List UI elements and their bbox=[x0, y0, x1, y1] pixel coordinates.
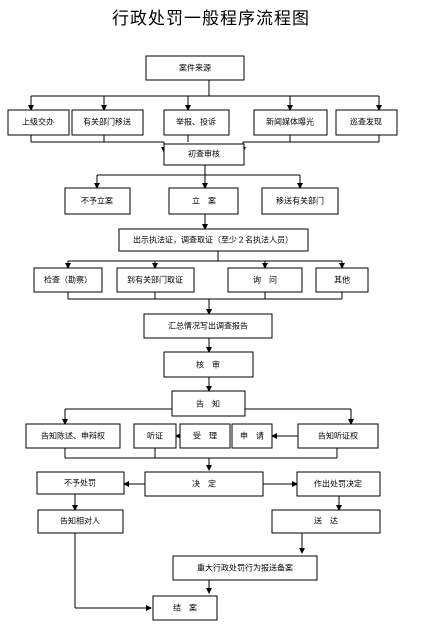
verify-label: 核 审 bbox=[196, 360, 220, 370]
inform-box bbox=[171, 390, 246, 417]
summary-label: 汇总情况写出调查报告 bbox=[168, 321, 248, 331]
major-report-box bbox=[172, 555, 318, 581]
transfer-dept-box bbox=[261, 187, 339, 215]
superior-box bbox=[7, 109, 70, 136]
no-filing-box bbox=[64, 187, 131, 215]
inform-statement-label: 告知陈述、申辩权 bbox=[41, 431, 105, 441]
report-label: 举报、投诉 bbox=[176, 117, 216, 127]
apply-label: 申 请 bbox=[240, 431, 264, 441]
verify-box bbox=[163, 351, 254, 378]
initial-review-box bbox=[163, 143, 245, 166]
other-box bbox=[315, 267, 369, 293]
evidence-label: 出示执法证，调查取证（至少２名执法人员） bbox=[133, 235, 293, 245]
inform-hearing-box bbox=[297, 423, 379, 449]
dept-evidence-label: 到有关部门取证 bbox=[127, 275, 183, 285]
other-label: 其他 bbox=[334, 275, 350, 285]
summary-box bbox=[143, 313, 273, 339]
apply-box bbox=[231, 423, 273, 449]
accept-box bbox=[179, 423, 231, 449]
make-decision-label: 作出处罚决定 bbox=[314, 479, 362, 489]
decision-label: 决 定 bbox=[192, 479, 216, 489]
evidence-box bbox=[118, 228, 309, 252]
initial-review-label: 初查审核 bbox=[188, 149, 220, 159]
inform-statement-box bbox=[25, 423, 121, 449]
inform-party-label: 告知相对人 bbox=[60, 516, 100, 526]
inform-hearing-label: 告知听证权 bbox=[318, 431, 358, 441]
hearing-label: 听证 bbox=[147, 432, 163, 441]
case-source-box bbox=[145, 55, 245, 81]
accept-label: 受 理 bbox=[193, 431, 217, 441]
inspection-label: 巡查发现 bbox=[350, 117, 382, 127]
report-box bbox=[163, 109, 230, 136]
transfer-dept-label: 移送有关部门 bbox=[276, 196, 324, 206]
inquiry-label: 询 问 bbox=[253, 275, 277, 285]
no-penalty-box bbox=[36, 471, 125, 495]
deliver-box bbox=[271, 509, 381, 534]
inquiry-box bbox=[227, 267, 303, 293]
filing-label: 立 案 bbox=[192, 196, 216, 206]
inspect-label: 检查（勘察） bbox=[44, 275, 92, 285]
hearing-box bbox=[133, 423, 177, 449]
dept-transfer-box bbox=[71, 109, 144, 136]
media-box bbox=[253, 109, 328, 136]
dept-transfer-label: 有关部门移送 bbox=[83, 117, 131, 127]
decision-box bbox=[144, 471, 264, 497]
inspect-box bbox=[33, 267, 103, 293]
superior-label: 上级交办 bbox=[22, 117, 54, 127]
filing-box bbox=[168, 187, 239, 215]
close-label: 结 案 bbox=[173, 603, 197, 613]
no-penalty-label: 不予处罚 bbox=[64, 478, 96, 488]
inform-party-box bbox=[37, 509, 124, 534]
major-report-label: 重大行政处罚行为报送备案 bbox=[197, 563, 293, 573]
no-filing-label: 不予立案 bbox=[81, 196, 113, 206]
inform-label: 告 知 bbox=[196, 399, 220, 409]
media-label: 新闻媒体曝光 bbox=[266, 117, 314, 127]
deliver-label: 送 达 bbox=[314, 516, 338, 526]
make-decision-box bbox=[296, 471, 381, 497]
close-box bbox=[152, 595, 218, 621]
inspection-box bbox=[335, 109, 398, 136]
case-source-label: 案件来源 bbox=[179, 63, 211, 73]
diagram-title: 行政处罚一般程序流程图 bbox=[112, 9, 310, 29]
dept-evidence-box bbox=[116, 267, 195, 293]
